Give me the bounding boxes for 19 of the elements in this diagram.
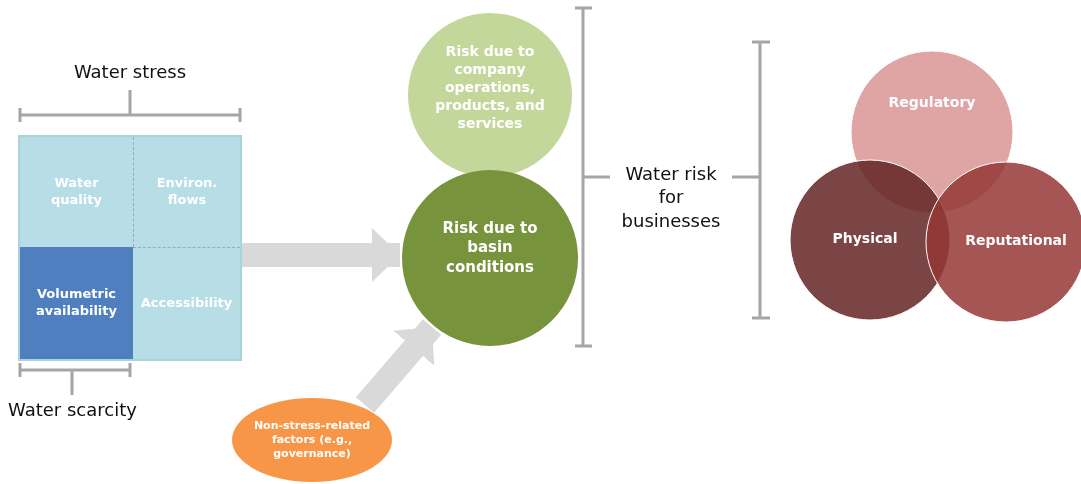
grid-cell	[20, 247, 133, 359]
risk-circle	[402, 170, 578, 346]
bracket-label: Water risk for businesses	[620, 162, 722, 233]
node-label: Water quality	[50, 175, 103, 209]
arrow	[355, 319, 442, 413]
bracket-label: Water stress	[72, 60, 188, 84]
node-label: Risk due to company operations, products, and services	[434, 41, 546, 133]
node-label: Volumetric availability	[34, 286, 119, 320]
node-label: Regulatory	[887, 92, 977, 112]
node-label: Accessibility	[139, 295, 234, 312]
node-label: Non-stress-related factors (e.g., governance)	[252, 418, 372, 462]
node-label: Risk due to basin conditions	[441, 218, 539, 278]
factor-ellipse	[232, 398, 392, 482]
arrow	[242, 228, 400, 282]
grid-box	[20, 137, 240, 359]
node-label: Reputational	[964, 230, 1068, 250]
node-label: Environ. flows	[155, 175, 219, 209]
node-label: Physical	[831, 228, 899, 248]
bracket-label: Water scarcity	[7, 398, 138, 422]
